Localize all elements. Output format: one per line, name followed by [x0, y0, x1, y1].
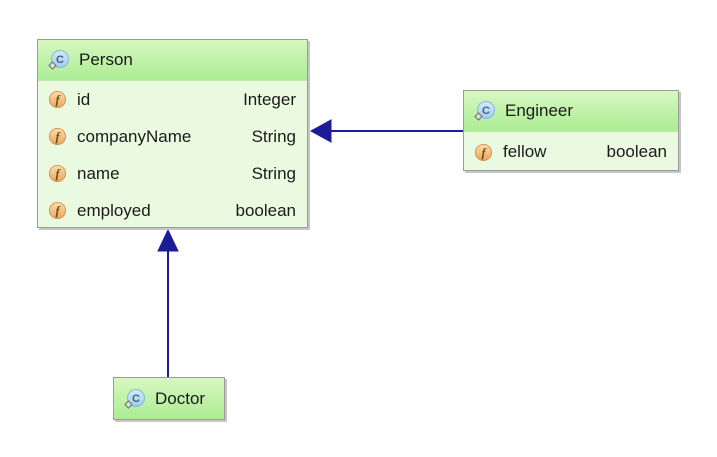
svg-text:C: C — [482, 105, 490, 117]
field-name: name — [77, 163, 120, 183]
class-name: Person — [79, 50, 133, 69]
field-name: companyName — [77, 126, 192, 146]
class-icon: C — [124, 388, 145, 409]
class-icon: C — [474, 101, 495, 121]
field-type: String — [251, 163, 296, 183]
field-name: fellow — [503, 142, 547, 161]
svg-text:f: f — [55, 167, 61, 181]
class-box-doctor[interactable]: C Doctor — [113, 377, 225, 420]
svg-text:C: C — [56, 54, 64, 66]
class-name: Doctor — [155, 388, 206, 408]
svg-text:f: f — [55, 204, 61, 218]
class-box-engineer[interactable]: C Engineer f fellow boolean — [463, 90, 679, 171]
class-name: Engineer — [505, 101, 574, 120]
field-type: boolean — [235, 200, 296, 220]
class-header-engineer[interactable]: C Engineer — [464, 91, 678, 132]
field-type: Integer — [243, 89, 296, 109]
field-row-fellow[interactable]: f fellow boolean — [464, 132, 678, 172]
class-fields-person: f id Integer f companyName String f name — [38, 81, 307, 229]
field-row-name[interactable]: f name String — [38, 155, 307, 192]
field-row-companyName[interactable]: f companyName String — [38, 118, 307, 155]
field-row-id[interactable]: f id Integer — [38, 81, 307, 118]
field-type: boolean — [606, 142, 667, 161]
field-icon: f — [474, 143, 493, 161]
class-box-person[interactable]: C Person f id Integer f companyName S — [37, 39, 308, 228]
svg-text:f: f — [55, 93, 61, 107]
inheritance-arrow-doctor-to-person[interactable] — [157, 228, 179, 377]
field-icon: f — [48, 164, 67, 183]
svg-text:C: C — [132, 393, 140, 405]
class-header-person[interactable]: C Person — [38, 40, 307, 81]
svg-text:f: f — [55, 130, 61, 144]
inheritance-arrow-engineer-to-person[interactable] — [309, 119, 463, 143]
field-icon: f — [48, 90, 67, 109]
field-name: employed — [77, 200, 151, 220]
field-name: id — [77, 89, 91, 109]
svg-text:f: f — [481, 145, 487, 159]
field-icon: f — [48, 201, 67, 220]
field-type: String — [251, 126, 296, 146]
class-fields-engineer: f fellow boolean — [464, 132, 678, 172]
field-row-employed[interactable]: f employed boolean — [38, 192, 307, 229]
field-icon: f — [48, 127, 67, 146]
class-icon: C — [48, 50, 69, 70]
class-header-doctor[interactable]: C Doctor — [114, 378, 224, 419]
